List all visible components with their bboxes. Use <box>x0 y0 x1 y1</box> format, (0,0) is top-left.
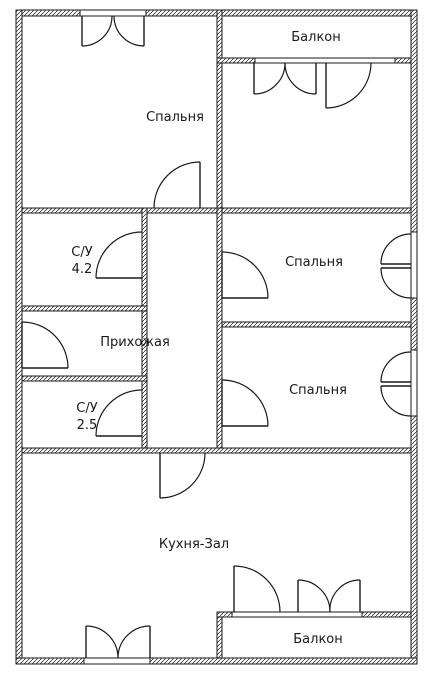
wall-bath-small-top <box>21 375 148 382</box>
label-bath-large-name: С/У <box>71 245 92 260</box>
label-bath-small-area: 2.5 <box>77 418 98 433</box>
door-bottom-left <box>85 625 151 659</box>
door-bedroom-low-right <box>380 351 412 417</box>
door-bath-large <box>95 231 143 279</box>
label-balcony-top: Балкон <box>291 30 341 45</box>
label-kitchen: Кухня-Зал <box>159 537 229 552</box>
door-bath-small <box>95 389 143 437</box>
door-balcony-bottom <box>233 565 361 613</box>
wall-between-bedrooms <box>221 321 412 328</box>
label-hallway: Прихожая <box>100 335 170 350</box>
label-balcony-bottom: Балкон <box>293 632 343 647</box>
door-bedroom-low <box>221 379 269 427</box>
window-bottom-left <box>83 657 151 665</box>
wall-bath-large-bottom <box>21 305 148 312</box>
window-right-low <box>410 349 418 417</box>
door-hallway-left <box>21 321 69 369</box>
label-bath-small-name: С/У <box>76 401 97 416</box>
window-right-mid <box>410 231 418 299</box>
interior-walls <box>21 9 412 659</box>
wall-hall-right <box>216 207 223 451</box>
label-bath-large-area: 4.2 <box>72 262 93 277</box>
doors <box>21 15 412 659</box>
door-bedroom-top <box>153 161 201 209</box>
wall-right <box>410 9 418 665</box>
wall-left <box>15 9 23 665</box>
window-balcony-bottom <box>231 611 363 618</box>
door-kitchen <box>159 452 206 499</box>
window-balcony-top <box>254 57 396 64</box>
label-bedroom-low: Спальня <box>289 383 347 398</box>
room-labels: Спальня Балкон С/У 4.2 Спальня Прихожая … <box>71 30 347 647</box>
wall-balcony-top-left <box>216 9 223 211</box>
door-top-left <box>81 15 145 47</box>
door-bedroom-mid <box>221 251 269 299</box>
label-bedroom-top: Спальня <box>146 110 204 125</box>
wall-above-kitchen <box>21 447 412 454</box>
label-bedroom-mid: Спальня <box>285 255 343 270</box>
windows <box>79 9 418 665</box>
wall-bottom <box>15 657 418 665</box>
window-top-left <box>79 9 147 17</box>
door-bedroom-mid-right <box>380 233 412 299</box>
wall-balcony-bottom-left <box>216 611 223 659</box>
door-balcony-top <box>253 62 372 109</box>
wall-bath-large-right <box>141 207 148 451</box>
